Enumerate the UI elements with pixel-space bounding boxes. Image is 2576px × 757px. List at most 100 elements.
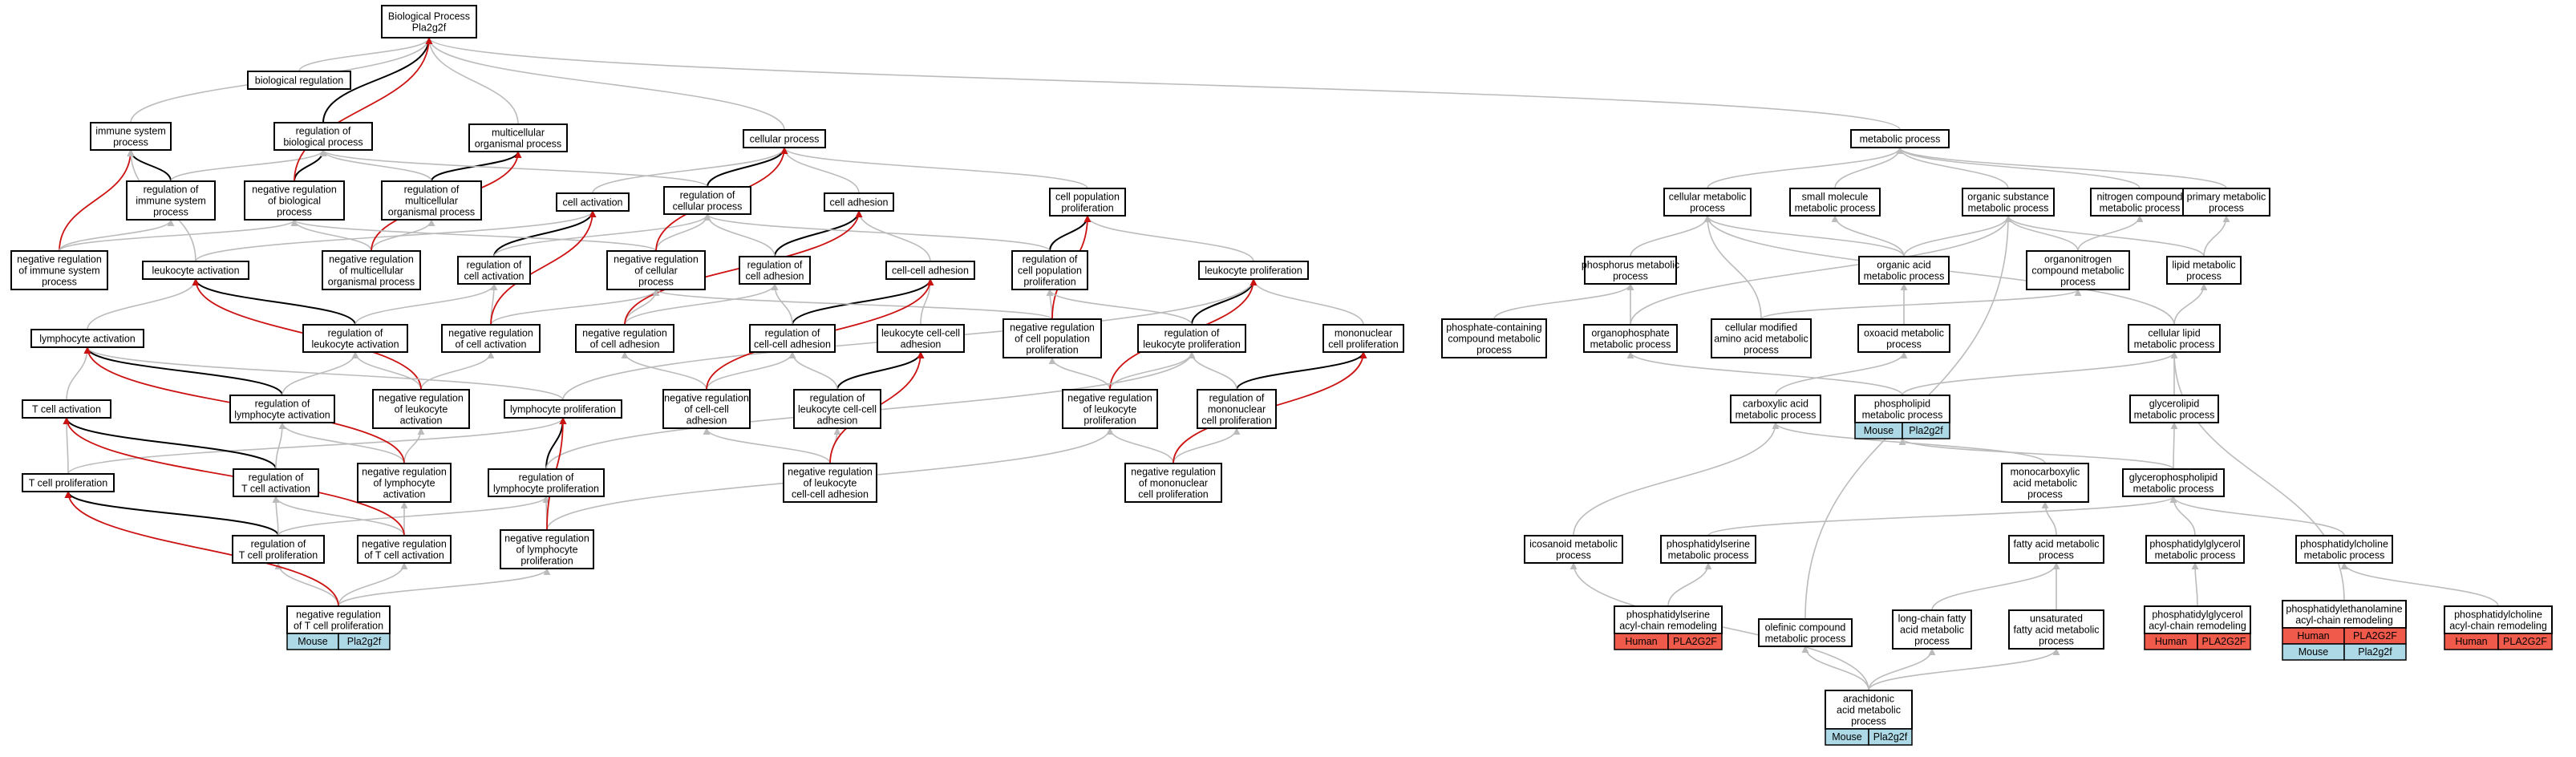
term-node-lymphact[interactable]: lymphocyte activation	[30, 329, 144, 348]
term-node-cellact[interactable]: cell activation	[556, 192, 630, 212]
gene-badge	[2343, 643, 2407, 661]
term-box	[2282, 600, 2407, 629]
term-label-line: of T cell activation	[364, 550, 444, 561]
term-box	[2090, 188, 2189, 217]
term-node-ccadh[interactable]: cell-cell adhesion	[885, 261, 975, 280]
term-node-leukprol[interactable]: leukocyte proliferation	[1198, 261, 1309, 280]
term-label-line: of T cell proliferation	[294, 621, 383, 632]
edge-negimm-to-negbio	[59, 219, 298, 252]
term-label-line: negative regulation	[1067, 393, 1152, 404]
term-node-leukact[interactable]: leukocyte activation	[142, 261, 249, 280]
edge-regadh-to-celladh	[774, 210, 863, 257]
term-node-cellproc[interactable]: cellular process	[743, 129, 826, 148]
term-node-metab[interactable]: metabolic process	[1850, 129, 1950, 148]
term-node-regtcellact[interactable]: regulation ofT cell activation	[233, 468, 319, 497]
term-label-line: regulation of	[810, 393, 865, 404]
term-node-tcellact[interactable]: T cell activation	[22, 399, 111, 419]
term-node-tcellprol[interactable]: T cell proliferation	[22, 473, 115, 492]
term-label-line: olefinic compound	[1765, 622, 1846, 634]
term-label-line: metabolic process	[2133, 484, 2214, 495]
term-node-celladh[interactable]: cell adhesion	[824, 192, 894, 212]
term-label-line: metabolic process	[1736, 410, 1817, 421]
term-node-bioreg[interactable]: biological regulation	[247, 71, 351, 90]
term-node-lymphprol[interactable]: lymphocyte proliferation	[504, 399, 622, 419]
term-box	[824, 192, 894, 212]
edge-metab-to-bp	[425, 37, 1901, 131]
term-label-line: of cell population	[1015, 334, 1090, 345]
term-node-regtcellprol[interactable]: regulation ofT cell proliferation	[232, 535, 325, 564]
term-box	[556, 192, 630, 212]
edge-phosseracyl-to-phosser	[1667, 562, 1712, 607]
term-label-line: metabolic process	[2155, 550, 2236, 561]
